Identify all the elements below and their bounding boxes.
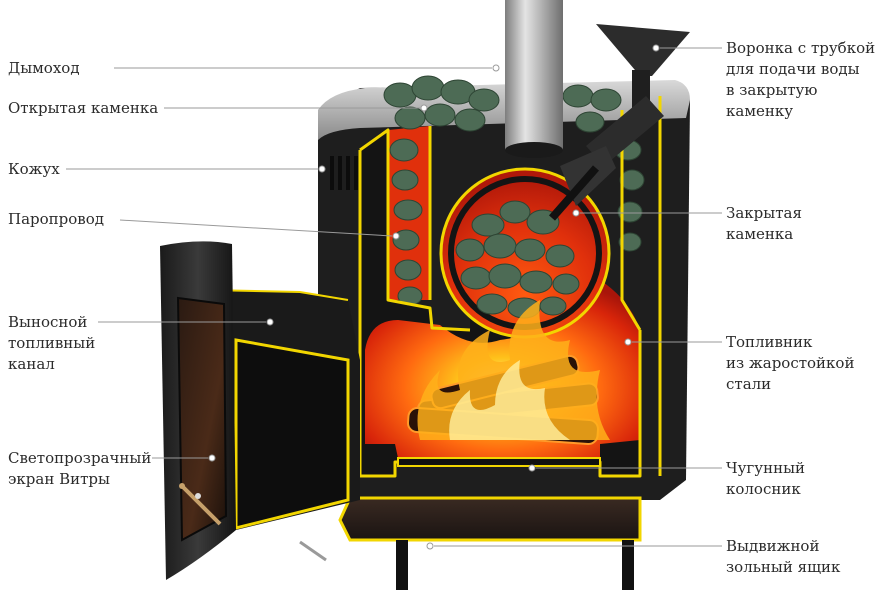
label-ash-drawer: Выдвижной зольный ящик — [726, 537, 841, 576]
label-closed-heater: Закрытая каменка — [726, 204, 802, 243]
chimney-pipe — [505, 0, 563, 150]
water-funnel — [596, 24, 690, 76]
flames — [417, 300, 610, 440]
ash-drawer — [340, 498, 640, 540]
casing-vents — [330, 156, 358, 190]
cut-outlines — [358, 96, 662, 478]
label-chimney: Дымоход — [8, 59, 80, 77]
label-glass-screen: Светопрозрачный экран Витры — [8, 449, 152, 488]
label-water-funnel: Воронка с трубкой для подачи воды в закр… — [726, 39, 876, 120]
grate — [397, 457, 601, 467]
label-firebox: Топливник из жаростойкой стали — [726, 333, 855, 393]
label-fuel-channel: Выносной топливный канал — [8, 313, 96, 373]
label-steam-duct: Паропровод — [8, 210, 104, 228]
label-grate: Чугунный колосник — [726, 459, 806, 498]
label-open-heater: Открытая каменка — [8, 99, 159, 117]
label-casing: Кожух — [8, 160, 60, 178]
open-heater-stones — [383, 75, 645, 306]
closed-heater-stones — [455, 200, 580, 319]
vitra-glass — [176, 296, 228, 542]
